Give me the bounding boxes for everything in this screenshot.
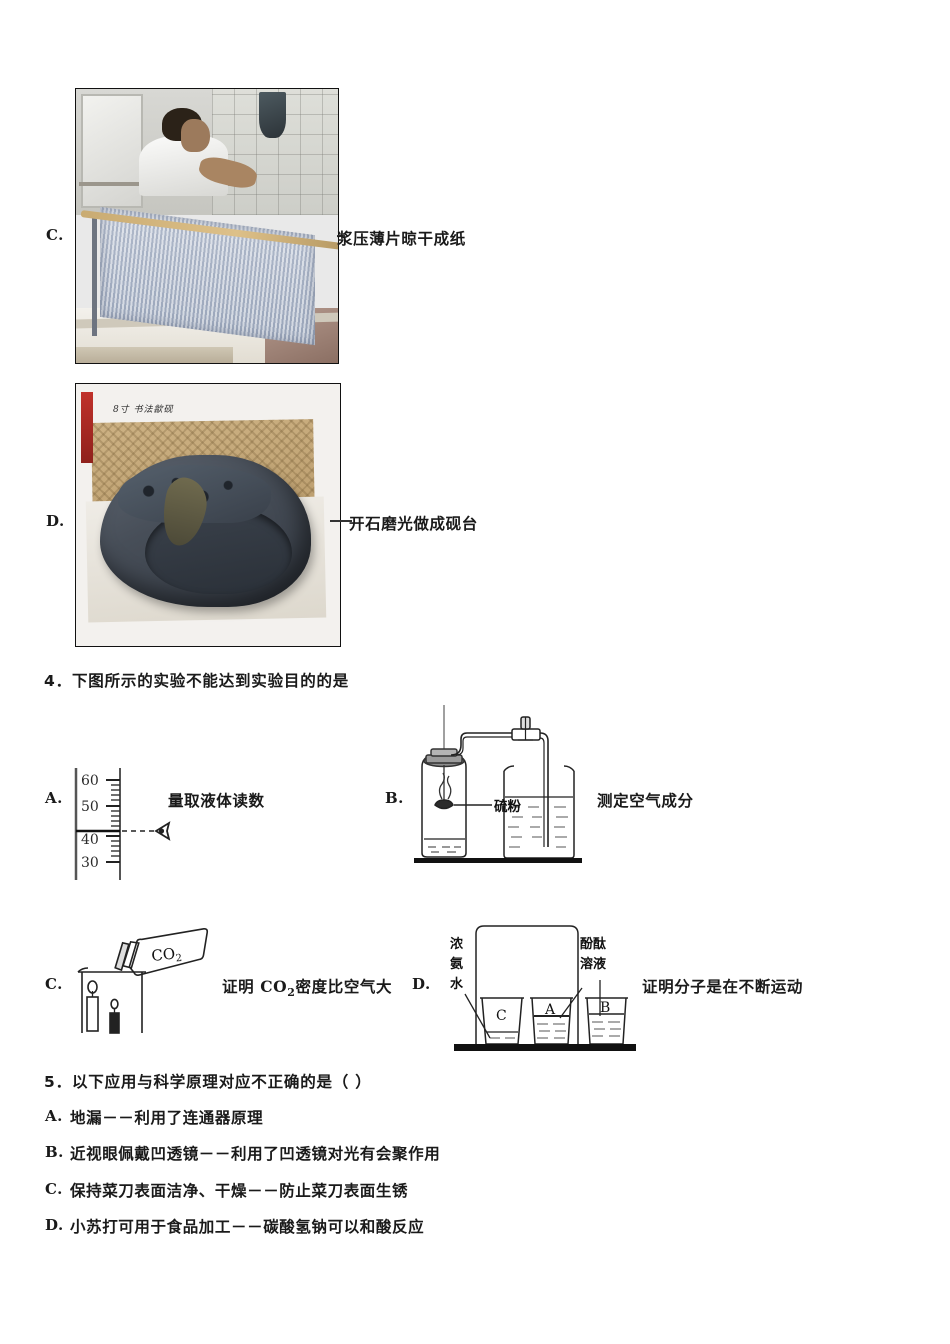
inkstone-photo: 8寸 书法歙砚: [75, 383, 341, 647]
svg-text:60: 60: [81, 773, 99, 789]
caption-lead-line-d: [330, 520, 352, 522]
svg-text:50: 50: [81, 799, 99, 815]
floor: [76, 346, 234, 363]
q5-option-b-letter: B.: [45, 1143, 64, 1161]
q5-option-c-text: 保持菜刀表面洁净、干燥－－防止菜刀表面生锈: [70, 1182, 409, 1200]
phenolphthalein-label-line-1: 酚酞: [580, 936, 607, 952]
co2-bottle-label: CO2: [151, 944, 183, 967]
option-c-caption: 证明 CO2密度比空气大: [222, 975, 392, 999]
question-4-stem: 下图所示的实验不能达到实验目的的是: [72, 672, 350, 690]
ammonia-label-char-2: 氨: [449, 956, 463, 972]
q5-option-a-letter: A.: [45, 1107, 63, 1125]
option-c-caption-formula: CO: [260, 977, 288, 996]
q5-option-c-letter: C.: [45, 1180, 63, 1198]
papermaking-photo: [75, 88, 339, 364]
option-letter-b: B.: [385, 789, 404, 807]
option-b-caption: 测定空气成分: [597, 792, 694, 810]
q5-option-a-text: 地漏－－利用了连通器原理: [70, 1109, 264, 1127]
molecule-motion-beakers-diagram: 浓 氨 水 酚酞 溶液 C A B: [449, 925, 636, 1051]
option-a-caption: 量取液体读数: [168, 792, 265, 810]
option-d-caption: 证明分子是在不断运动: [642, 978, 804, 996]
option-letter-c-diagram: C.: [45, 975, 63, 993]
question-4-number: 4．: [44, 672, 72, 690]
beaker-label-a: A: [544, 1002, 556, 1018]
handwritten-watermark: 8寸 书法歙砚: [112, 405, 174, 416]
question-5-number: 5．: [44, 1073, 72, 1091]
window: [81, 94, 143, 209]
beaker-label-b: B: [600, 1000, 610, 1016]
screen-frame: [91, 215, 97, 336]
air-composition-apparatus-diagram: 硫粉: [414, 705, 582, 863]
option-letter-d-diagram: D.: [412, 975, 431, 993]
phenolphthalein-label-line-2: 溶液: [580, 956, 606, 972]
option-letter-c-photo: C.: [46, 226, 64, 244]
option-letter-d-photo: D.: [46, 512, 65, 530]
svg-text:30: 30: [81, 855, 99, 871]
ammonia-label-char-1: 浓: [450, 936, 464, 952]
hanging-cloth: [259, 91, 286, 139]
red-watermark-bar: [81, 391, 94, 463]
option-letter-a: A.: [45, 789, 63, 807]
sulfur-powder-label: 硫粉: [494, 798, 522, 815]
option-c-caption-pre: 证明: [222, 978, 261, 996]
q5-option-d-letter: D.: [45, 1216, 64, 1234]
q5-option-b-text: 近视眼佩戴凹透镜－－利用了凹透镜对光有会聚作用: [70, 1145, 441, 1163]
co2-density-candles-diagram: CO2: [77, 927, 209, 1034]
worker-face: [180, 119, 210, 152]
q5-option-d-text: 小苏打可用于食品加工－－碳酸氢钠可以和酸反应: [70, 1218, 425, 1236]
photo-caption-c: 浆压薄片晾干成纸: [337, 230, 466, 248]
graduated-cylinder-diagram: 60 50 40 30: [74, 768, 171, 880]
caption-lead-line-c: [337, 235, 345, 237]
option-c-caption-sub: 2: [287, 986, 296, 1000]
option-c-caption-post: 密度比空气大: [295, 978, 393, 996]
svg-text:40: 40: [81, 832, 99, 848]
question-5-stem: 以下应用与科学原理对应不正确的是（ ）: [72, 1073, 372, 1091]
ammonia-label-char-3: 水: [450, 976, 464, 992]
photo-caption-d: 开石磨光做成砚台: [349, 515, 478, 533]
beaker-label-c: C: [496, 1008, 507, 1024]
